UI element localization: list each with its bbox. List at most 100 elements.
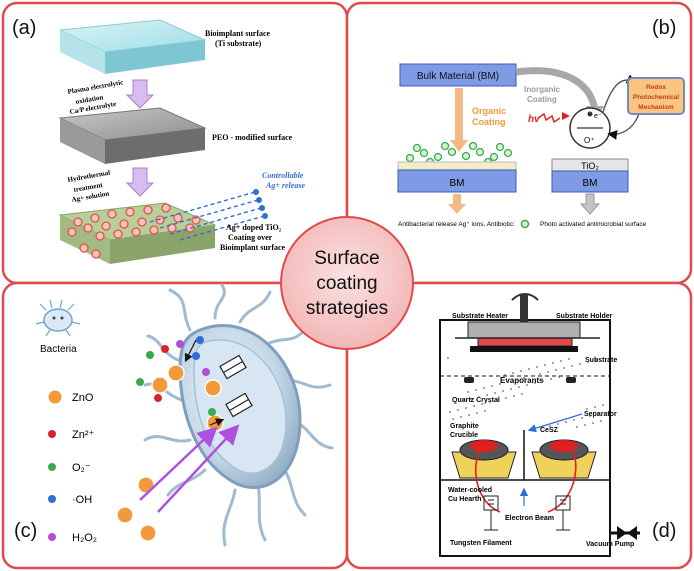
quartz-crystal-right	[566, 377, 576, 383]
panel-c: (c) Bacteria ZnO Zn²⁺ O₂⁻ ·OH H₂O₂	[14, 283, 334, 547]
evaporant-dot	[515, 379, 517, 381]
evaporant-dot	[484, 410, 486, 412]
evaporant-dot	[587, 361, 589, 363]
evaporant-dot	[547, 371, 549, 373]
bulk-material-label: Bulk Material (BM)	[417, 71, 499, 82]
evaporant-dot	[526, 384, 528, 386]
organic-line2: Coating	[472, 117, 506, 127]
evaporant-dot	[478, 396, 480, 398]
black-arrow	[184, 339, 197, 363]
ag-particle	[155, 215, 165, 225]
evaporant-dot	[565, 421, 567, 423]
evaporant-dot	[531, 375, 533, 377]
evaporant-dot	[518, 386, 520, 388]
evaporant-dot	[539, 373, 541, 375]
ion-particle	[208, 408, 216, 416]
bacteria-label: Bacteria	[40, 344, 77, 355]
bacteria-icon	[35, 299, 81, 337]
antibiotic-dot	[520, 219, 530, 229]
organic-line1: Organic	[472, 106, 506, 116]
panel-b-label: (b)	[652, 17, 676, 39]
release-arrow-right	[579, 193, 601, 215]
inorganic-line2: Coating	[527, 95, 557, 104]
separator-label: Separator	[584, 411, 617, 418]
water-line2: Cu Hearth	[448, 496, 481, 503]
ag-particle	[185, 223, 195, 233]
inorganic-arrow	[515, 67, 599, 111]
ag-particle	[143, 205, 153, 215]
substrate-heater	[467, 321, 581, 339]
hv-label: hv	[528, 114, 541, 125]
zno-particle	[139, 524, 157, 542]
evaporant-dot	[483, 387, 485, 389]
ion-particle	[192, 352, 200, 360]
tungsten-label: Tungsten Filament	[450, 540, 512, 547]
holder-shaft	[520, 294, 528, 324]
antibiotic-particle	[433, 152, 443, 162]
evaporant-dot	[467, 391, 469, 393]
layer1-title: Bioimplant surface	[205, 29, 271, 38]
legend-swatch-oh	[48, 495, 56, 503]
evaporant-dot	[528, 368, 530, 370]
evaporant-dot	[491, 385, 493, 387]
electron-beam-right	[547, 443, 577, 513]
zno-particles	[116, 336, 224, 542]
organic-arrow	[450, 88, 468, 152]
quartz-crystal-left	[464, 377, 474, 383]
layer1-sub: (Ti substrate)	[215, 39, 262, 48]
antibiotic-particle	[461, 151, 471, 161]
pump-valve-left	[617, 526, 627, 540]
evaporant-dot	[595, 359, 597, 361]
legend-label-zn: Zn²⁺	[72, 429, 95, 441]
layer3-line1: Ag+ doped TiO₂	[226, 223, 282, 232]
ion-particle	[161, 345, 169, 353]
light-wave	[537, 112, 561, 124]
legend: ZnO Zn²⁺ O₂⁻ ·OH H₂O₂	[47, 389, 97, 544]
substrate-holder-label: Substrate Holder	[556, 313, 613, 320]
evaporant-dot	[520, 370, 522, 372]
evaporant-dot	[505, 397, 507, 399]
water-line1: Water-cooled	[448, 487, 492, 494]
ag-doped-slab	[58, 202, 217, 264]
panel-d: (d) Substrate Heater Substrate Holder Su…	[439, 293, 676, 557]
ag-particle	[125, 207, 135, 217]
evaporant-dot	[594, 406, 596, 408]
evaporant-dot	[462, 400, 464, 402]
evaporant-dot	[563, 367, 565, 369]
evaporant-dot	[486, 394, 488, 396]
evaporant-dot	[470, 398, 472, 400]
evaporant-dot	[555, 369, 557, 371]
substrate-heater-label: Substrate Heater	[452, 313, 508, 320]
electron-label: e⁻	[594, 113, 602, 120]
evaporant-dot	[600, 420, 602, 422]
evaporant-dot	[542, 380, 544, 382]
evaporant-dot	[497, 399, 499, 401]
layer3-line2: Coating over	[228, 233, 273, 242]
layer3-line3: Bioimplant surface	[220, 243, 286, 252]
ag-particle	[137, 217, 147, 227]
ag-particle	[107, 209, 117, 219]
ag-particle	[167, 223, 177, 233]
black-arrow	[209, 418, 225, 427]
center-circle	[280, 216, 414, 350]
process-arrow-2	[125, 167, 155, 197]
antibiotic-particle	[419, 148, 429, 158]
substrate	[470, 346, 578, 352]
panel-c-label: (c)	[14, 520, 37, 542]
evaporant-dot	[581, 417, 583, 419]
evaporant-dot	[465, 407, 467, 409]
bm-right-box	[551, 170, 629, 193]
separator-pointer	[527, 413, 583, 433]
evaporant-dot	[584, 424, 586, 426]
evaporant-dot	[473, 405, 475, 407]
ag-particle	[83, 223, 93, 233]
pump-valve-right	[627, 526, 637, 540]
evaporant-dot	[507, 381, 509, 383]
caption-right: Photo activated antimicrobial surface	[540, 221, 647, 228]
zno-particle	[167, 364, 185, 382]
evaporant-dot	[502, 390, 504, 392]
antibiotic-particle	[405, 153, 415, 163]
antibiotic-particle	[503, 148, 513, 158]
ag-particle	[79, 243, 89, 253]
